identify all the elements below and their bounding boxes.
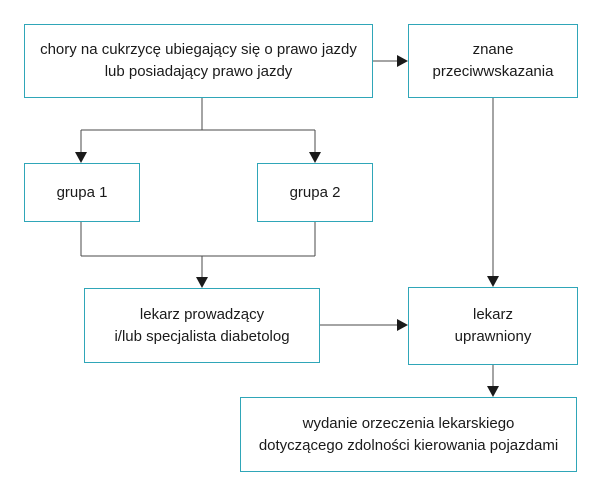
arrowhead-authorized-from-left: [397, 319, 408, 331]
arrowhead-contraindications: [397, 55, 408, 67]
arrowhead-attending-doctor: [196, 277, 208, 288]
arrowhead-certificate: [487, 386, 499, 397]
node-certificate-line1: wydanie orzeczenia lekarskiego: [302, 414, 515, 432]
node-authorized-doctor-line2: uprawniony: [454, 328, 532, 345]
node-attending-doctor: lekarz prowadzący i/lub specjalista diab…: [84, 288, 320, 363]
node-certificate: wydanie orzeczenia lekarskiego dotyczące…: [240, 397, 577, 472]
node-certificate-line2: dotyczącego zdolności kierowania pojazda…: [258, 436, 559, 454]
arrowhead-group1: [75, 152, 87, 163]
node-group2: grupa 2: [257, 163, 373, 222]
node-group2-label: grupa 2: [289, 183, 341, 201]
node-applicant-line2: lub posiadający prawo jazdy: [104, 63, 293, 80]
node-attending-doctor-line1: lekarz prowadzący: [139, 305, 265, 323]
node-contraindications-line2: przeciwwskazania: [432, 63, 554, 80]
node-contraindications-line1: znane: [472, 41, 514, 58]
node-group1-label: grupa 1: [56, 183, 108, 201]
node-authorized-doctor-line1: lekarz: [472, 306, 513, 323]
node-applicant: chory na cukrzycę ubiegający się o prawo…: [24, 24, 373, 98]
node-authorized-doctor: lekarz uprawniony: [408, 287, 578, 365]
node-group1: grupa 1: [24, 163, 140, 222]
node-applicant-line1: chory na cukrzycę ubiegający się o prawo…: [40, 41, 357, 58]
arrowhead-authorized-from-top: [487, 276, 499, 287]
node-attending-doctor-line2: i/lub specjalista diabetolog: [114, 327, 290, 345]
node-contraindications: znane przeciwwskazania: [408, 24, 578, 98]
arrowhead-group2: [309, 152, 321, 163]
